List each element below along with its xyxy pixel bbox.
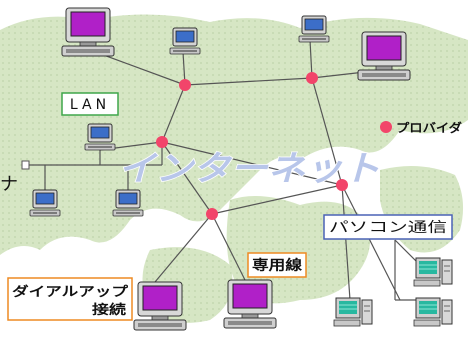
- router-node-icon: [206, 208, 218, 220]
- internet-label: インターネット: [118, 149, 380, 189]
- provider-label: プロバイダ: [396, 120, 462, 135]
- dialup-label-box: [7, 277, 133, 321]
- router-node-icon: [156, 136, 168, 148]
- stray-glyph: ナ: [0, 174, 18, 195]
- network-cables: [28, 39, 421, 301]
- leased-line-label: 専用線: [252, 257, 302, 274]
- lan-label: LAN: [70, 97, 110, 113]
- router-node-icon: [336, 179, 348, 191]
- computer-icon: [112, 189, 144, 217]
- leased-line-label-box: [247, 252, 307, 278]
- computer-icon: [223, 279, 277, 329]
- provider-marker-icon: [380, 121, 392, 133]
- computer-icon: [169, 27, 201, 55]
- dialup-label-line1: ダイアルアップ: [12, 284, 129, 300]
- computer-icon: [29, 189, 61, 217]
- lan-label-box: [61, 92, 119, 116]
- router-node-icon: [179, 79, 191, 91]
- pc-comm-label-box: [323, 214, 453, 240]
- computer-icon: [133, 281, 187, 331]
- router-node-icon: [306, 72, 318, 84]
- computer-icon: [413, 257, 453, 287]
- pc-comm-label: パソコン通信: [329, 220, 447, 236]
- computer-icon: [298, 15, 330, 43]
- router-nodes: [156, 72, 348, 220]
- dialup-label-line2: 接続: [92, 302, 126, 318]
- computer-icon: [84, 123, 116, 151]
- computer-icon: [357, 31, 411, 81]
- computer-icon: [413, 297, 453, 327]
- lan-terminator: [21, 160, 30, 170]
- computer-icon: [61, 7, 115, 57]
- computer-icon: [333, 297, 373, 327]
